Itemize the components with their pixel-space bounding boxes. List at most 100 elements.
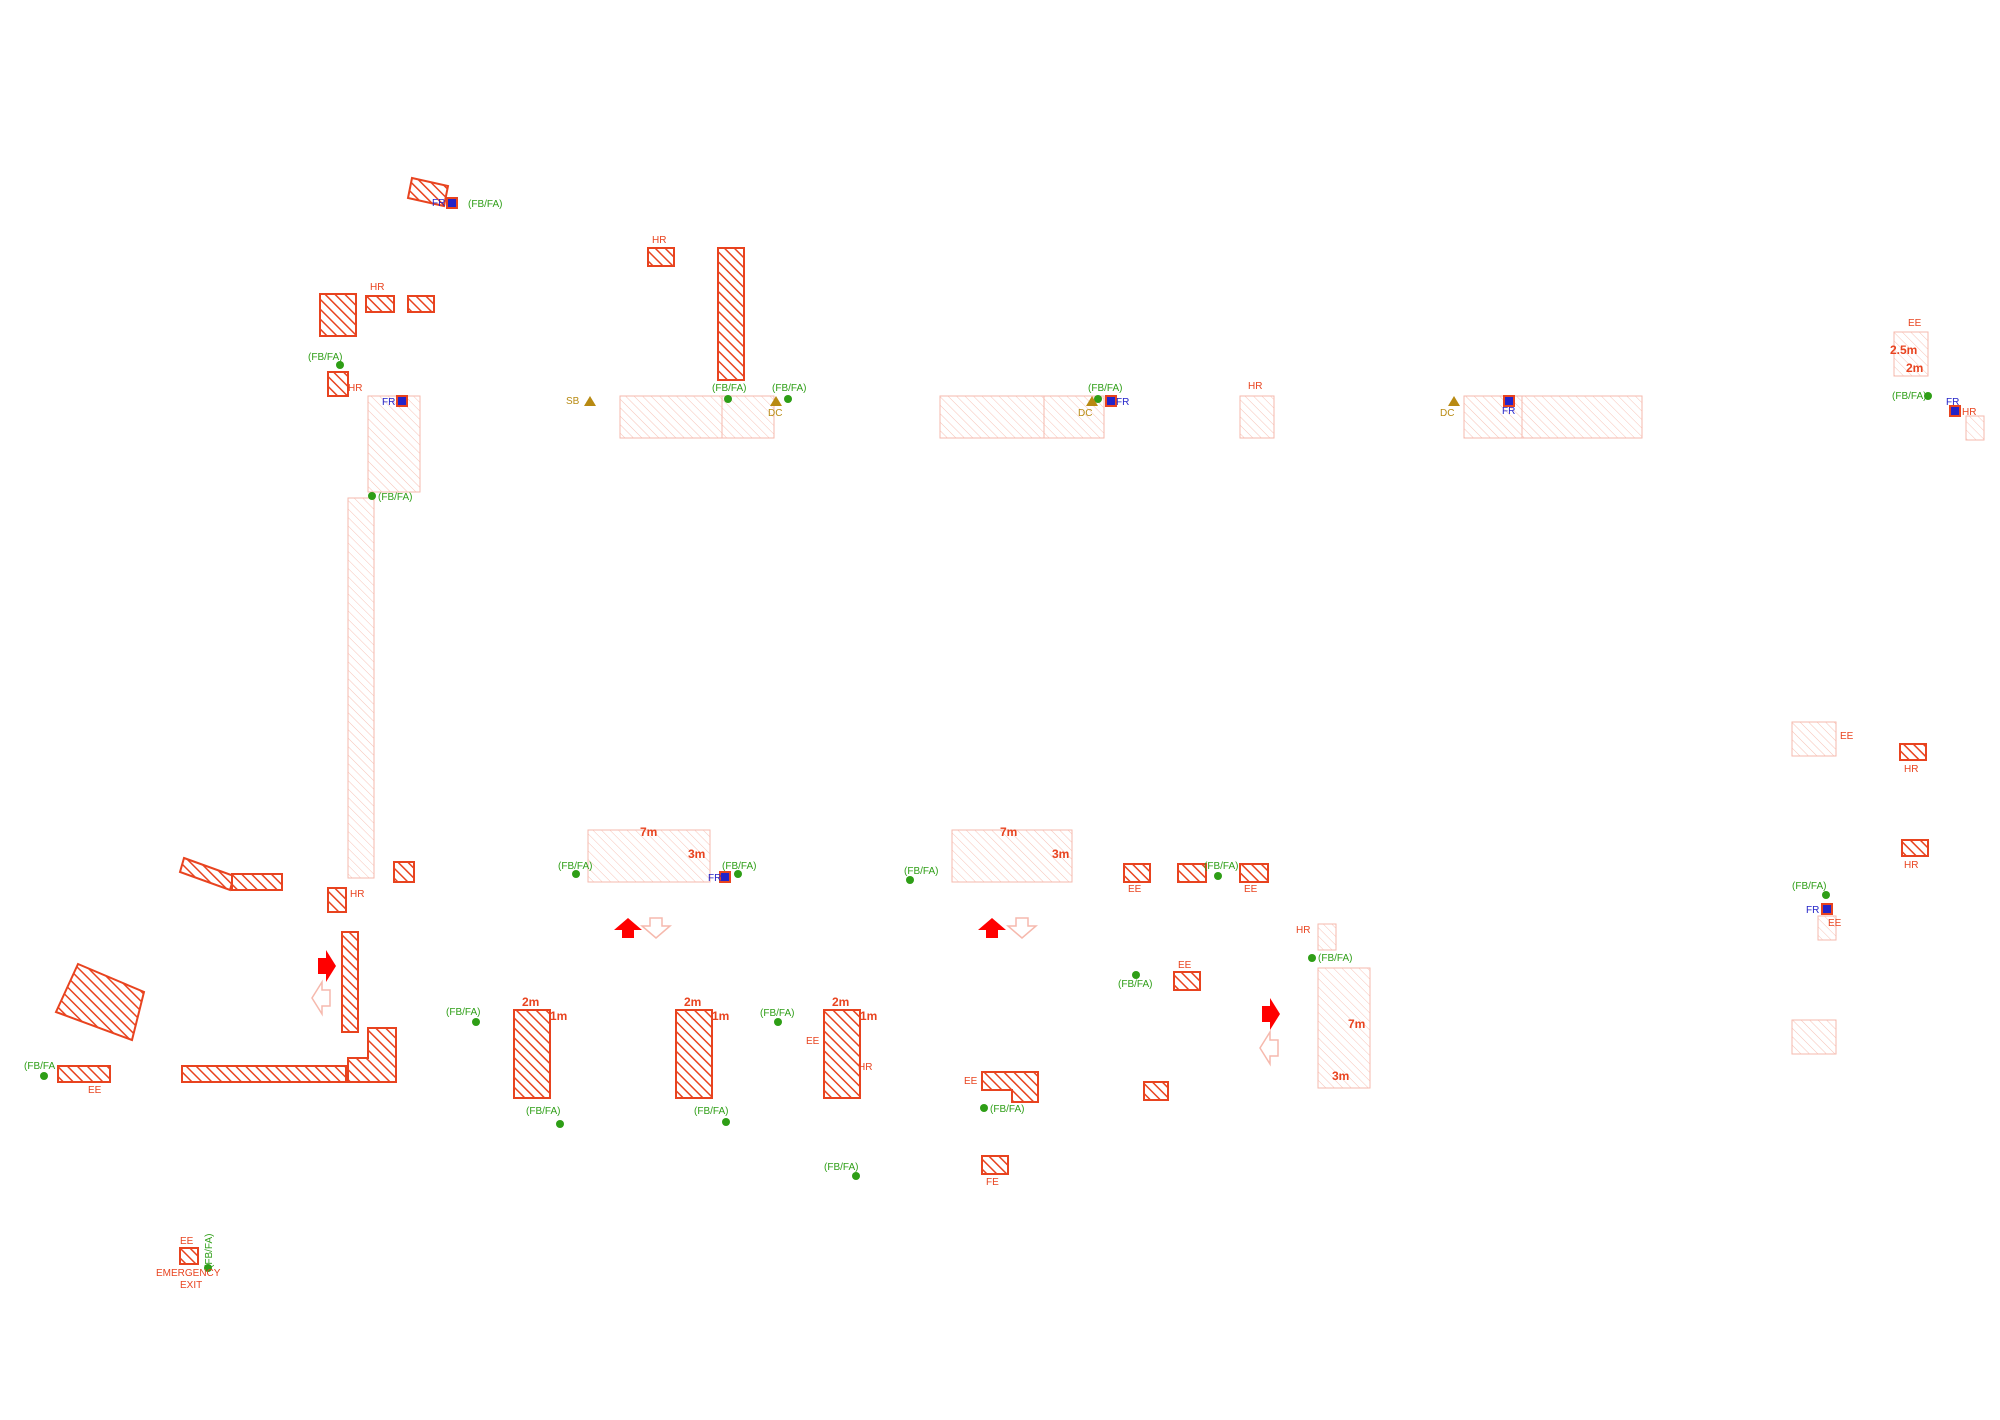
fbfa-label: (FB/FA) <box>308 352 342 363</box>
fbfa-label: (FB/FA) <box>378 492 412 503</box>
green-dot <box>724 395 732 403</box>
fr-label: FR <box>432 198 445 209</box>
zone-mid-left-7m <box>587 829 711 883</box>
obstacle-mid-2 <box>1177 863 1207 883</box>
obstacle-l-shape <box>347 1027 397 1083</box>
dim-label: 1m <box>550 1009 567 1023</box>
zone-far-right-top-small <box>1965 415 1985 441</box>
obstacle-top-angled <box>406 176 450 208</box>
green-dot <box>336 361 344 369</box>
fbfa-label-cut: (FB/FA <box>24 1061 55 1072</box>
hr-label: HR <box>858 1062 872 1073</box>
obstacle-small-square <box>393 861 415 883</box>
fr-label: FR <box>382 397 395 408</box>
dim-label: 7m <box>1000 825 1017 839</box>
fbfa-label: (FB/FA) <box>1204 861 1238 872</box>
faint-zones <box>347 331 1985 1089</box>
zone-right-small-hr <box>1317 923 1337 951</box>
ee-label: EE <box>1840 731 1854 742</box>
emergency-exit-label-line1: EMERGENCY <box>156 1268 221 1279</box>
obstacle-top-left-block <box>319 293 357 337</box>
arrow-right-left-outline <box>311 979 331 1017</box>
hr-label: HR <box>370 282 384 293</box>
obstacle-left-hr-small <box>327 371 349 397</box>
dc-label: DC <box>1440 408 1454 419</box>
zone-mid-right-7m <box>951 829 1073 883</box>
obstacle-tower-2 <box>675 1009 713 1099</box>
fbfa-label: (FB/FA) <box>468 199 502 210</box>
dimension-labels: 2.5m 2m 7m 3m 7m 3m 7m 3m 2m 1m 2m 1m 2m… <box>522 343 1923 1083</box>
green-dot <box>722 1118 730 1126</box>
dc-label: DC <box>768 408 782 419</box>
green-dot <box>1132 971 1140 979</box>
zone-top-a <box>619 395 723 439</box>
fbfa-label: (FB/FA) <box>1892 391 1926 402</box>
hr-label: HR <box>348 383 362 394</box>
dim-label: 2.5m <box>1890 343 1917 357</box>
dim-label: 7m <box>1348 1017 1365 1031</box>
dc-triangle-icon <box>1086 396 1098 406</box>
dim-label: 7m <box>640 825 657 839</box>
fr-label: FR <box>1946 397 1959 408</box>
fr-square-far-right <box>1949 405 1961 417</box>
fbfa-dots <box>40 361 1932 1272</box>
obstacle-ee-mid-1 <box>1123 863 1151 883</box>
fbfa-label: (FB/FA) <box>824 1162 858 1173</box>
zone-top-a2 <box>721 395 775 439</box>
obstacle-hr-mid-left <box>327 887 347 913</box>
signage-triangles <box>584 396 1460 406</box>
dim-label: 2m <box>832 995 849 1009</box>
zone-top-c <box>1239 395 1275 439</box>
obstacle-ee-exit <box>179 1247 199 1265</box>
ee-label: EE <box>1828 918 1842 929</box>
ee-label: EE <box>180 1236 194 1247</box>
fr-square-mid-left <box>719 871 731 883</box>
ee-label: EE <box>88 1085 102 1096</box>
dim-label: 3m <box>688 847 705 861</box>
hr-label: HR <box>1296 925 1310 936</box>
fbfa-label: (FB/FA) <box>904 866 938 877</box>
ee-label: EE <box>1244 884 1258 895</box>
green-dot <box>1214 872 1222 880</box>
fbfa-label: (FB/FA) <box>694 1106 728 1117</box>
dc-triangle-icon <box>770 396 782 406</box>
arrow-up-1 <box>614 918 642 938</box>
green-dot <box>980 1104 988 1112</box>
hatched-obstacles <box>54 176 1929 1265</box>
ee-label: EE <box>1908 318 1922 329</box>
fr-label: FR <box>1502 406 1515 417</box>
obstacle-vertical-gate <box>341 931 359 1033</box>
fbfa-label: (FB/FA) <box>446 1007 480 1018</box>
green-dot <box>1308 954 1316 962</box>
fbfa-label: (FB/FA) <box>1088 383 1122 394</box>
arrow-down-1-outline <box>639 917 673 939</box>
fr-square-left <box>396 395 408 407</box>
green-dot <box>906 876 914 884</box>
fbfa-label: (FB/FA) <box>558 861 592 872</box>
hr-label: HR <box>652 235 666 246</box>
fr-square-east <box>1821 903 1833 915</box>
obstacle-tilted-block <box>54 962 146 1042</box>
fr-label: FR <box>708 873 721 884</box>
dim-label: 2m <box>522 995 539 1009</box>
sb-triangle-icon <box>584 396 596 406</box>
green-dot <box>774 1018 782 1026</box>
obstacle-tower-1 <box>513 1009 551 1099</box>
obstacle-fe <box>981 1155 1009 1175</box>
plan-labels: (FB/FA) (FB/FA) (FB/FA) (FB/FA) (FB/FA) … <box>24 198 1976 1291</box>
obstacle-hr-east-1 <box>1899 743 1927 761</box>
hr-label: HR <box>1904 764 1918 775</box>
sb-label: SB <box>566 396 580 407</box>
direction-arrows <box>311 917 1280 1067</box>
fbfa-label: (FB/FA) <box>772 383 806 394</box>
dc-label: DC <box>1078 408 1092 419</box>
green-dot <box>556 1120 564 1128</box>
green-dot <box>1822 891 1830 899</box>
obstacle-left-angled-bar <box>178 856 236 892</box>
ee-label: EE <box>1128 884 1142 895</box>
fbfa-label: (FB/FA) <box>1318 953 1352 964</box>
fr-label: FR <box>1806 905 1819 916</box>
obstacle-hr-top <box>647 247 675 267</box>
obstacle-ee-mid-3 <box>1239 863 1269 883</box>
fbfa-label: (FB/FA) <box>1792 881 1826 892</box>
